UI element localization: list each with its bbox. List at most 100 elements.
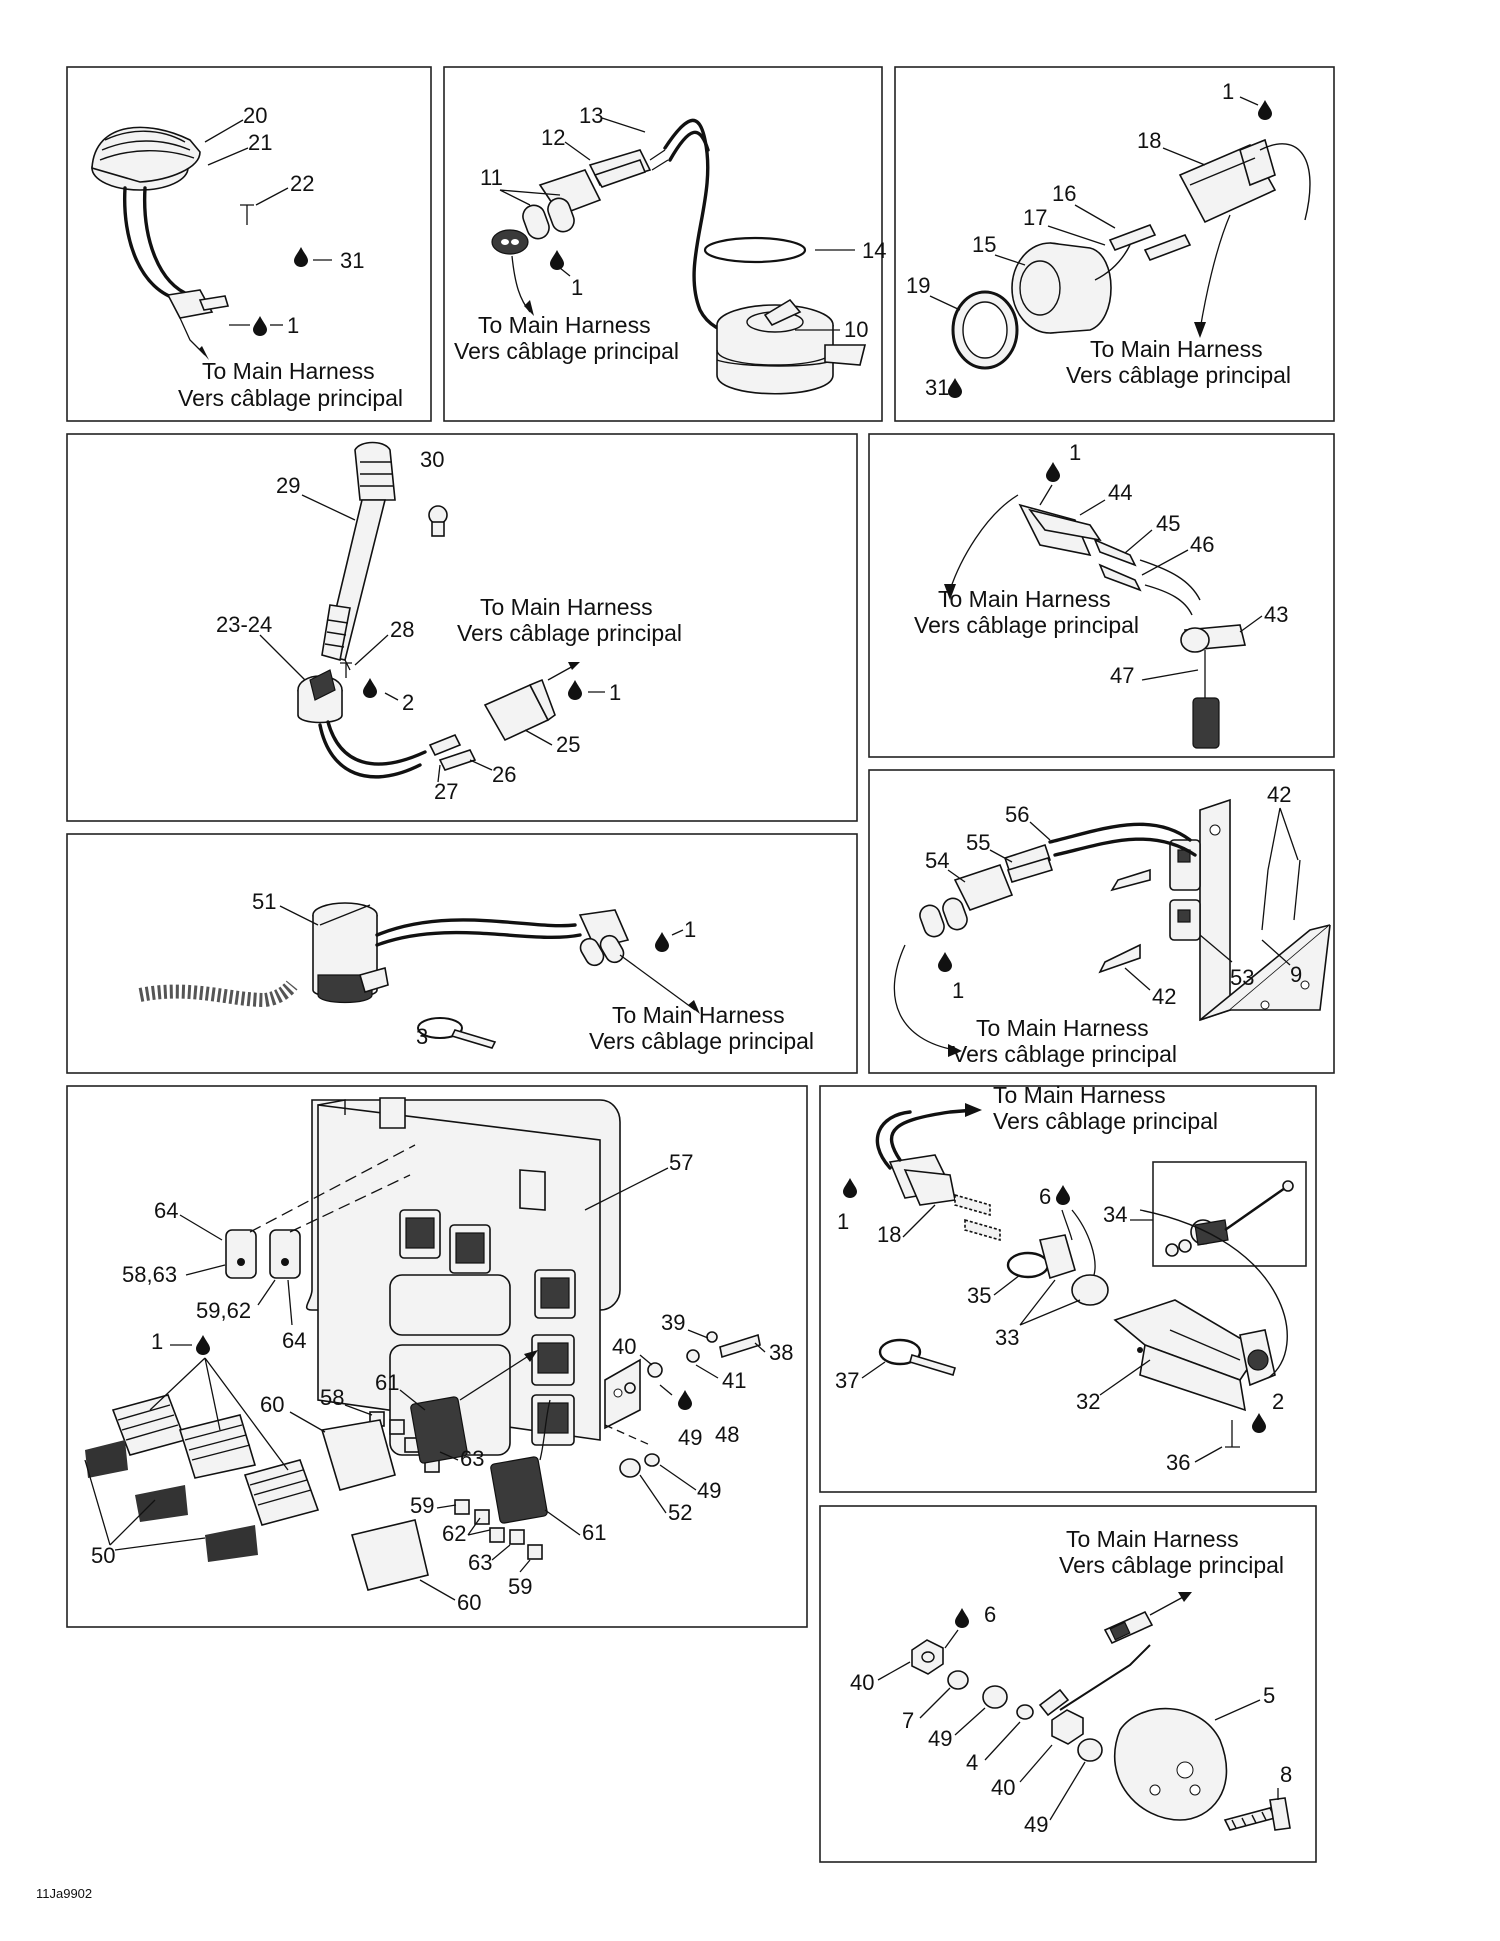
callout-64: 64 <box>282 1328 306 1353</box>
callout-14: 14 <box>862 238 886 263</box>
harness-label-en: To Main Harness <box>1066 1526 1239 1552</box>
callout-25: 25 <box>556 732 580 757</box>
callout-30: 30 <box>420 447 444 472</box>
harness-label-en: To Main Harness <box>1090 336 1263 362</box>
callout-63: 63 <box>468 1550 492 1575</box>
callout-19: 19 <box>906 273 930 298</box>
callout-26: 26 <box>492 762 516 787</box>
callout-64: 64 <box>154 1198 178 1223</box>
callout-59-62: 59,62 <box>196 1298 251 1323</box>
callout-44: 44 <box>1108 480 1132 505</box>
lubricant-drop-icon <box>948 378 962 398</box>
panel-8: 57 64 58,63 59,62 64 39 38 40 41 1 61 58… <box>66 1085 808 1628</box>
callout-21: 21 <box>248 130 272 155</box>
callout-43: 43 <box>1264 602 1288 627</box>
panel-4: 30 29 23-24 28 2 1 25 26 27 To Main Harn… <box>66 433 858 822</box>
callout-1: 1 <box>151 1329 163 1354</box>
callout-51: 51 <box>252 889 276 914</box>
callout-33: 33 <box>995 1325 1019 1350</box>
callout-42: 42 <box>1152 984 1176 1009</box>
callout-49: 49 <box>1024 1812 1048 1837</box>
harness-label-fr: Vers câblage principal <box>1066 362 1291 388</box>
harness-label-fr: Vers câblage principal <box>454 338 679 364</box>
harness-label-fr: Vers câblage principal <box>952 1041 1177 1067</box>
callout-23-24: 23-24 <box>216 612 272 637</box>
callout-6: 6 <box>1039 1184 1051 1209</box>
callout-59: 59 <box>410 1493 434 1518</box>
harness-label-en: To Main Harness <box>480 594 653 620</box>
panel-1: 20 21 22 31 1 To Main Harness Vers câbla… <box>66 66 432 422</box>
callout-60: 60 <box>457 1590 481 1615</box>
callout-49: 49 <box>678 1425 702 1450</box>
callout-8: 8 <box>1280 1762 1292 1787</box>
callout-28: 28 <box>390 617 414 642</box>
callout-55: 55 <box>966 830 990 855</box>
callout-50: 50 <box>91 1543 115 1568</box>
callout-4: 4 <box>966 1750 978 1775</box>
callout-18: 18 <box>877 1222 901 1247</box>
harness-label-fr: Vers câblage principal <box>914 612 1139 638</box>
callout-16: 16 <box>1052 181 1076 206</box>
callout-49: 49 <box>697 1478 721 1503</box>
callout-1: 1 <box>609 680 621 705</box>
callout-34: 34 <box>1103 1202 1127 1227</box>
callout-39: 39 <box>661 1310 685 1335</box>
lubricant-drop-icon <box>655 932 669 952</box>
callout-61: 61 <box>375 1370 399 1395</box>
callout-60: 60 <box>260 1392 284 1417</box>
callout-31: 31 <box>340 248 364 273</box>
callout-29: 29 <box>276 473 300 498</box>
lubricant-drop-icon <box>1252 1413 1266 1433</box>
harness-label-fr: Vers câblage principal <box>993 1108 1218 1134</box>
callout-49: 49 <box>928 1726 952 1751</box>
lubricant-drop-icon <box>843 1178 857 1198</box>
harness-label-en: To Main Harness <box>478 312 651 338</box>
callout-17: 17 <box>1023 205 1047 230</box>
lubricant-drop-icon <box>1056 1185 1070 1205</box>
lubricant-drop-icon <box>678 1390 692 1410</box>
callout-20: 20 <box>243 103 267 128</box>
harness-label-en: To Main Harness <box>938 586 1111 612</box>
callout-63: 63 <box>460 1446 484 1471</box>
callout-1: 1 <box>837 1209 849 1234</box>
lubricant-drop-icon <box>363 678 377 698</box>
panel-2: 13 12 11 1 14 10 To Main Harness Vers câ… <box>443 66 886 422</box>
callout-37: 37 <box>835 1368 859 1393</box>
callout-2: 2 <box>1272 1389 1284 1414</box>
callout-11: 11 <box>480 165 503 190</box>
harness-label-en: To Main Harness <box>993 1082 1166 1108</box>
callout-5: 5 <box>1263 1683 1275 1708</box>
callout-56: 56 <box>1005 802 1029 827</box>
callout-62: 62 <box>442 1521 466 1546</box>
callout-31: 31 <box>925 375 949 400</box>
callout-35: 35 <box>967 1283 991 1308</box>
lubricant-drop-icon <box>550 250 564 270</box>
lubricant-drop-icon <box>1046 462 1060 482</box>
callout-10: 10 <box>844 317 868 342</box>
lubricant-drop-icon <box>1258 100 1272 120</box>
harness-label-en: To Main Harness <box>612 1002 785 1028</box>
lubricant-drop-icon <box>955 1608 969 1628</box>
panel-6: 51 1 3 To Main Harness Vers câblage prin… <box>66 833 858 1074</box>
panel-10: 6 40 7 49 4 40 49 5 8 To Main Harness Ve… <box>819 1505 1317 1863</box>
panel-7: 56 42 55 54 1 53 9 42 To Main Harness Ve… <box>868 769 1335 1074</box>
callout-1: 1 <box>952 978 964 1003</box>
callout-3: 3 <box>416 1024 428 1049</box>
callout-52: 52 <box>668 1500 692 1525</box>
callout-13: 13 <box>579 103 603 128</box>
callout-2: 2 <box>402 690 414 715</box>
callout-12: 12 <box>541 125 565 150</box>
lubricant-drop-icon <box>253 316 267 336</box>
callout-32: 32 <box>1076 1389 1100 1414</box>
callout-47: 47 <box>1110 663 1134 688</box>
callout-1: 1 <box>684 917 696 942</box>
callout-7: 7 <box>902 1708 914 1733</box>
callout-40: 40 <box>612 1334 636 1359</box>
lubricant-drop-icon <box>196 1335 210 1355</box>
callout-54: 54 <box>925 848 949 873</box>
callout-53: 53 <box>1230 965 1254 990</box>
callout-18: 18 <box>1137 128 1161 153</box>
callout-41: 41 <box>722 1368 746 1393</box>
callout-40: 40 <box>991 1775 1015 1800</box>
